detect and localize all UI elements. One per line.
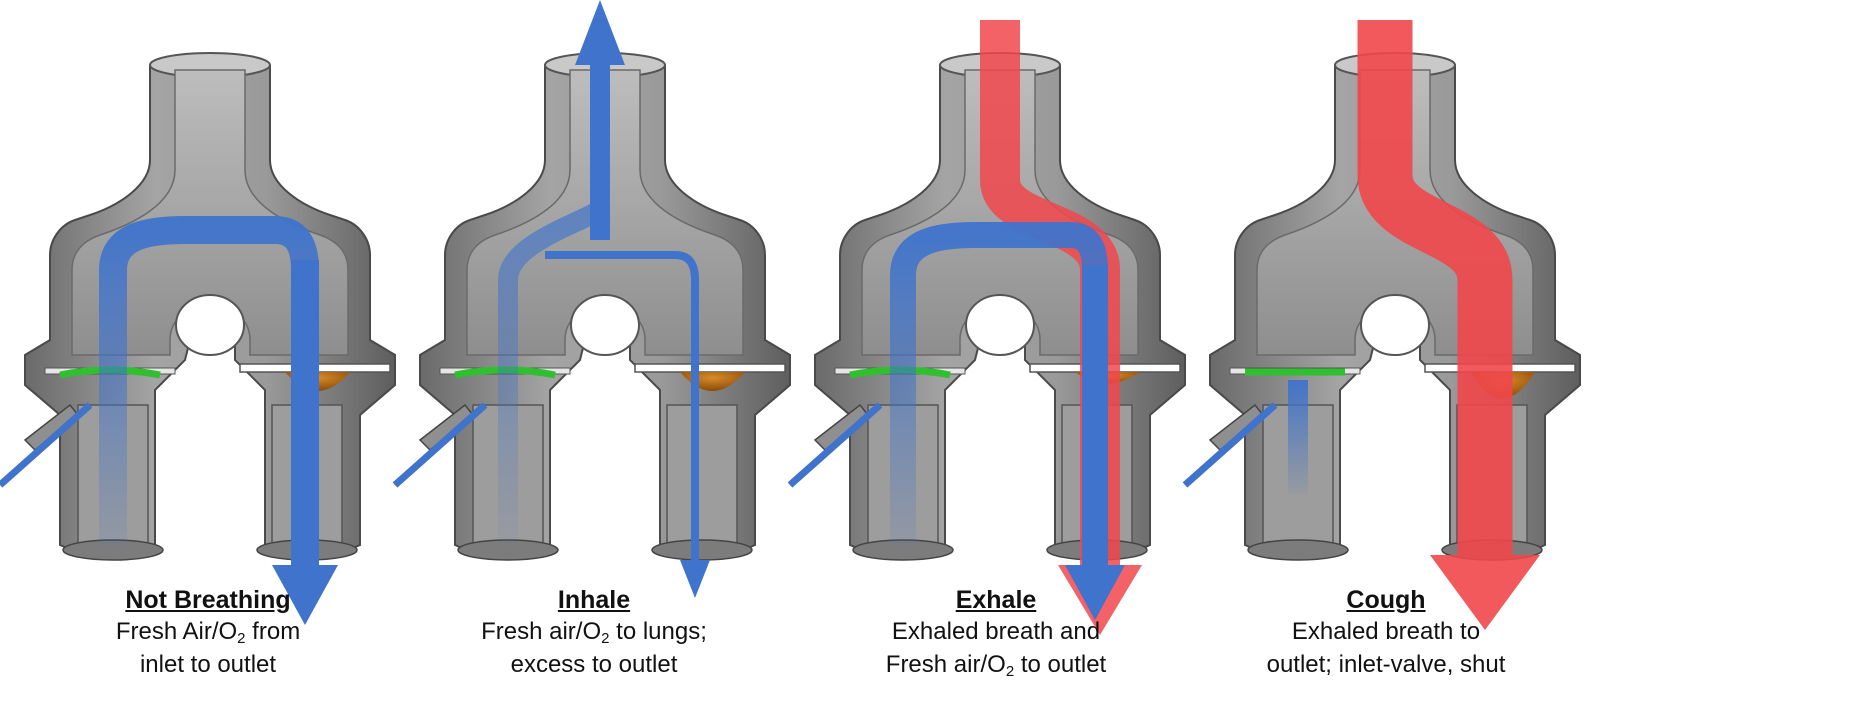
panel-exhale <box>787 20 1186 635</box>
caption-title: Cough <box>1346 586 1426 614</box>
panel-not-breathing <box>0 52 396 625</box>
side-inlet-flow <box>787 402 883 488</box>
up-arrow-icon <box>575 0 625 65</box>
caption-title: Exhale <box>955 586 1037 614</box>
exhaled-breath-flow <box>1357 20 1513 555</box>
caption-line-2: Fresh air/O2 to outlet <box>885 651 1107 680</box>
blocked-fresh-air <box>1288 380 1308 495</box>
panel-cough <box>1182 20 1581 630</box>
caption-line-1: Fresh Air/O2 from <box>115 618 301 647</box>
side-inlet-flow <box>0 402 93 488</box>
caption-exhale: Exhale Exhaled breath and Fresh air/O2 t… <box>816 585 1176 681</box>
caption-line-2: outlet; inlet-valve, shut <box>1266 651 1506 678</box>
caption-line-1: Exhaled breath to <box>1291 618 1481 645</box>
caption-line-1: Exhaled breath and <box>891 618 1101 645</box>
fresh-air-flow <box>890 222 1108 565</box>
caption-line-2: inlet to outlet <box>139 651 277 678</box>
panel-inhale <box>392 0 791 598</box>
down-arrow-icon <box>680 560 710 598</box>
down-arrow-icon <box>1430 555 1540 630</box>
caption-cough: Cough Exhaled breath to outlet; inlet-va… <box>1206 585 1566 681</box>
caption-not-breathing: Not Breathing Fresh Air/O2 from inlet to… <box>28 585 388 681</box>
excess-flow <box>545 251 699 560</box>
caption-inhale: Inhale Fresh air/O2 to lungs; excess to … <box>414 585 774 681</box>
caption-title: Inhale <box>557 586 631 614</box>
side-inlet-flow <box>392 402 488 488</box>
caption-title: Not Breathing <box>125 586 291 614</box>
fresh-air-flow <box>99 216 319 565</box>
down-arrow-icon <box>272 565 338 625</box>
caption-line-2: excess to outlet <box>510 651 678 678</box>
caption-line-1: Fresh air/O2 to lungs; <box>481 618 707 647</box>
side-inlet-flow <box>1182 402 1278 488</box>
